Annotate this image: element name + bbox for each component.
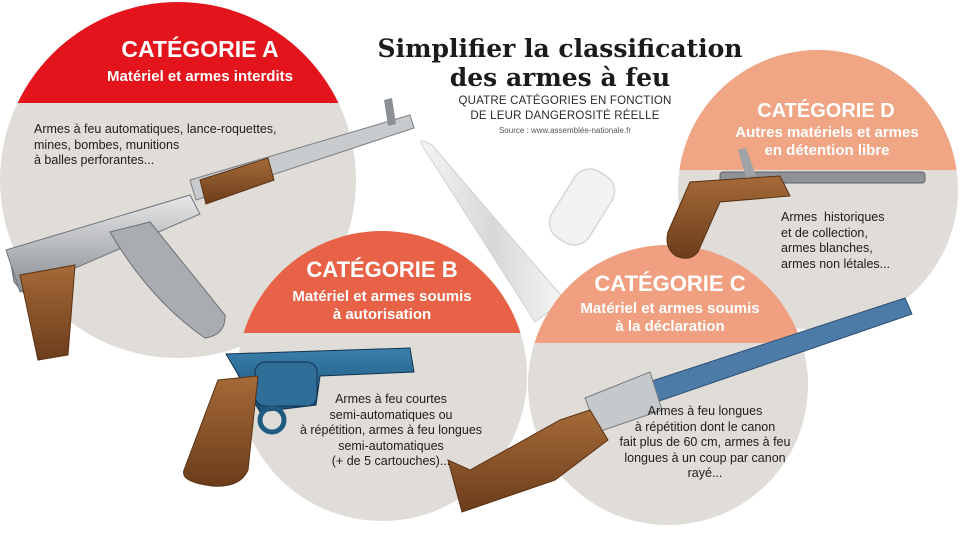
category-a-line: mines, bombes, munitions [34,137,180,152]
category-d-line: et de collection, [781,225,868,240]
subtitle-line-2: DE LEUR DANGEROSITÉ RÉELLE [470,110,660,122]
category-b-line: (+ de 5 cartouches)... [331,454,451,468]
page-title: Simplifier la classification des armes à… [350,34,770,92]
category-b-title: CATÉGORIE B [306,257,458,282]
category-c-subtitle-line: à la déclaration [615,318,725,335]
category-c-line: Armes à feu longues [647,404,763,418]
category-b-description: Armes à feu courtes semi-automatiques ou… [282,392,500,470]
category-c-line: fait plus de 60 cm, armes à feu [619,435,791,449]
bullet-icon [420,140,566,323]
category-c-title: CATÉGORIE C [594,271,746,296]
category-b-line: semi-automatiques ou [329,407,453,422]
category-d-subtitle: Autres matériels et armes en détention l… [716,124,938,160]
source-note: Source : www.assemblée-nationale.fr [498,126,632,135]
revolver-icon [183,347,415,487]
category-a-description: Armes à feu automatiques, lance-roquette… [34,122,294,169]
category-d-subtitle-line: Autres matériels et armes [735,124,919,141]
category-b-subtitle: Matériel et armes soumis à autorisation [262,288,502,324]
category-b-subtitle-line: Matériel et armes soumis [292,288,472,305]
page-subtitle: QUATRE CATÉGORIES EN FONCTION DE LEUR DA… [420,94,710,124]
category-d-description: Armes historiques et de collection, arme… [781,210,931,272]
category-b-line: à répétition, armes à feu longues [299,423,483,437]
shotgun-icon [447,297,913,513]
title-line-2: des armes à feu [449,63,671,92]
category-b-line: semi-automatiques [338,438,444,453]
category-d-subtitle-line: en détention libre [764,142,890,159]
category-a-title: CATÉGORIE A [121,36,279,62]
title-line-1: Simplifier la classification [377,34,743,63]
category-d-line: armes blanches, [781,241,873,255]
category-b-subtitle-line: à autorisation [332,306,432,323]
category-c-subtitle: Matériel et armes soumis à la déclaratio… [548,300,792,336]
disc-category-a [0,2,356,358]
category-d-title: CATÉGORIE D [757,100,895,122]
flintlock-pistol-icon [666,148,926,259]
category-c-line: à répétition dont le canon [634,419,776,434]
category-c-description: Armes à feu longues à répétition dont le… [612,404,798,482]
category-c-line: longues à un coup par canon rayé... [624,450,786,481]
category-c-subtitle-line: Matériel et armes soumis [580,300,760,317]
category-d-line: armes non létales... [781,256,891,271]
category-d-line: Armes historiques [781,210,885,224]
cartridge-icon [548,168,616,246]
category-b-line: Armes à feu courtes [335,392,447,406]
category-a-line: Armes à feu automatiques, lance-roquette… [34,122,277,136]
category-a-line: à balles perforantes... [34,153,155,167]
assault-rifle-icon [5,98,415,361]
subtitle-line-1: QUATRE CATÉGORIES EN FONCTION [458,95,672,107]
category-a-subtitle: Matériel et armes interdits [107,68,293,85]
